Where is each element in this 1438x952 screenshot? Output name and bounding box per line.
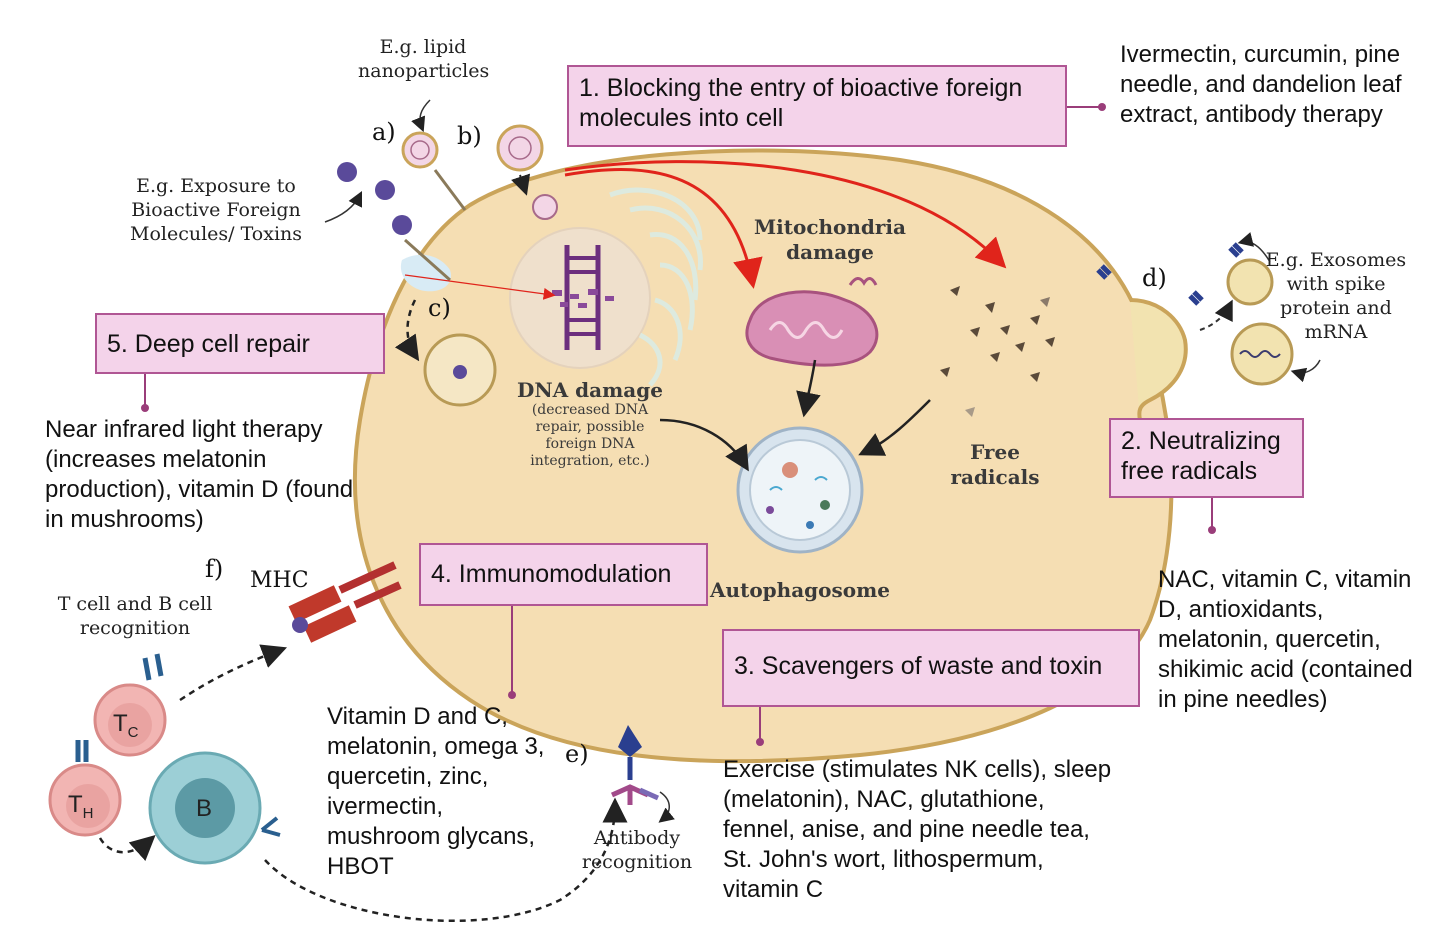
connector-5-dot [141, 404, 149, 412]
lipid-label-arrow [411, 99, 431, 133]
connector-1-dot [1098, 103, 1106, 111]
tc-subscript: C [127, 723, 139, 741]
mitochondria-damage-label: Mitochondria damage [754, 215, 906, 264]
mitochondria-damage-arrow [564, 168, 763, 289]
radicals-to-autophagosome-arrow [858, 399, 931, 456]
nucleus [509, 227, 651, 369]
autophagosome-label: Autophagosome [710, 578, 890, 602]
dna-damage-detail: (decreased DNA repair, possible foreign … [530, 402, 650, 469]
strategy-box-5: 5. Deep cell repair [95, 313, 385, 374]
th-to-b-arrow [98, 834, 156, 861]
tcr-icon [75, 740, 89, 762]
antibody-spike-icon [610, 725, 660, 805]
tc-to-mhc-arrow [179, 644, 288, 702]
lipid-nanoparticle [401, 131, 439, 169]
lipid-nanoparticle [532, 194, 558, 220]
remedy-text-4: Vitamin D and C, melatonin, omega 3, que… [327, 703, 545, 880]
mrna-strand [1239, 350, 1281, 358]
tc-letter: T [113, 710, 128, 737]
exosome-vesicle-mrna [1230, 322, 1294, 386]
exosome-vesicle-spike [1226, 258, 1274, 306]
endocytosis-arrow [394, 299, 420, 362]
endocytosis-pocket [400, 254, 451, 292]
dna-damage-arrow [404, 274, 556, 300]
toxin-molecule [375, 180, 395, 200]
b-cell-label: B [196, 795, 213, 822]
toxin-molecule [337, 162, 357, 182]
exposure-label: E.g. Exposure to Bioactive Foreign Molec… [129, 175, 303, 245]
toxin-label-arrow [324, 190, 363, 223]
remedy-text-1: Ivermectin, curcumin, pine needle, and d… [1120, 41, 1402, 128]
mitochondria-icon [745, 277, 879, 367]
spike-protein-icon [1228, 242, 1244, 258]
tc-cell-label: TC [113, 710, 139, 741]
endoplasmic-reticulum [609, 187, 703, 387]
lipid-nanoparticle [496, 124, 544, 172]
lipid-nanoparticles-label: E.g. lipid nanoparticles [358, 36, 490, 82]
exosomes-label: E.g. Exosomes with spike protein and mRN… [1265, 249, 1407, 343]
entry-arrow [511, 173, 531, 196]
antibody-recognition-label: Antibody recognition [581, 827, 693, 873]
dna-to-autophagosome-arrow [659, 418, 749, 472]
connector-4-dot [508, 691, 516, 699]
toxin-molecule [392, 215, 412, 235]
free-radicals-arrow [564, 160, 1007, 269]
exosome-bud [1129, 298, 1188, 421]
b-nucleus [175, 778, 235, 838]
tag-d: d) [1142, 264, 1167, 292]
autophagosome-icon [736, 426, 864, 554]
free-radicals-particles [940, 286, 1055, 417]
nanoparticle-core [508, 136, 532, 160]
nanoparticle-core [410, 140, 430, 160]
remedy-text-5: Near infrared light therapy (increases m… [45, 416, 354, 533]
antibody-label-arrow [658, 791, 675, 823]
spike-protein-icon [1188, 290, 1204, 306]
tag-a: a) [372, 118, 396, 146]
tcr-icon [142, 653, 164, 681]
receptor-stalk [404, 238, 451, 282]
spike-protein-icon [1096, 264, 1112, 280]
strategy-box-3: 3. Scavengers of waste and toxin [722, 629, 1140, 707]
endosome-cargo [453, 365, 467, 379]
tag-c: c) [428, 294, 451, 322]
connector-2-dot [1208, 526, 1216, 534]
dna-damage-label: DNA damage [517, 378, 663, 402]
th-subscript: H [82, 804, 94, 822]
tag-e: e) [565, 740, 589, 768]
free-radicals-label: Free radicals [950, 440, 1040, 489]
remedy-text-2: NAC, vitamin C, vitamin D, antioxidants,… [1158, 566, 1413, 713]
exosome-release-arrow [1199, 299, 1233, 331]
bcr-icon [260, 816, 281, 837]
tc-nucleus [108, 703, 152, 747]
exosome-label-arrow [1290, 359, 1321, 383]
connector-3-dot [756, 738, 764, 746]
mhc-receptor-icon [288, 561, 402, 643]
dna-break-fragments [552, 289, 614, 308]
tag-f: f) [205, 555, 224, 583]
b-to-antibody-arrow [264, 797, 628, 923]
receptor-stalk [433, 169, 467, 211]
strategy-box-2: 2. Neutralizing free radicals [1109, 418, 1304, 498]
strategy-box-4: 4. Immunomodulation [419, 543, 708, 606]
strategy-box-1: 1. Blocking the entry of bioactive forei… [567, 65, 1067, 147]
tb-recognition-label: T cell and B cell recognition [57, 593, 213, 639]
th-letter: T [68, 791, 83, 818]
remedy-text-3: Exercise (stimulates NK cells), sleep (m… [723, 756, 1112, 903]
th-nucleus [66, 784, 110, 828]
exosome-label-arrow [1237, 232, 1271, 263]
dna-ladder-icon [564, 245, 601, 350]
mito-to-autophagosome-arrow [796, 359, 821, 418]
th-cell-label: TH [68, 791, 94, 822]
mhc-label: MHC [250, 568, 309, 593]
tag-b: b) [457, 122, 482, 150]
